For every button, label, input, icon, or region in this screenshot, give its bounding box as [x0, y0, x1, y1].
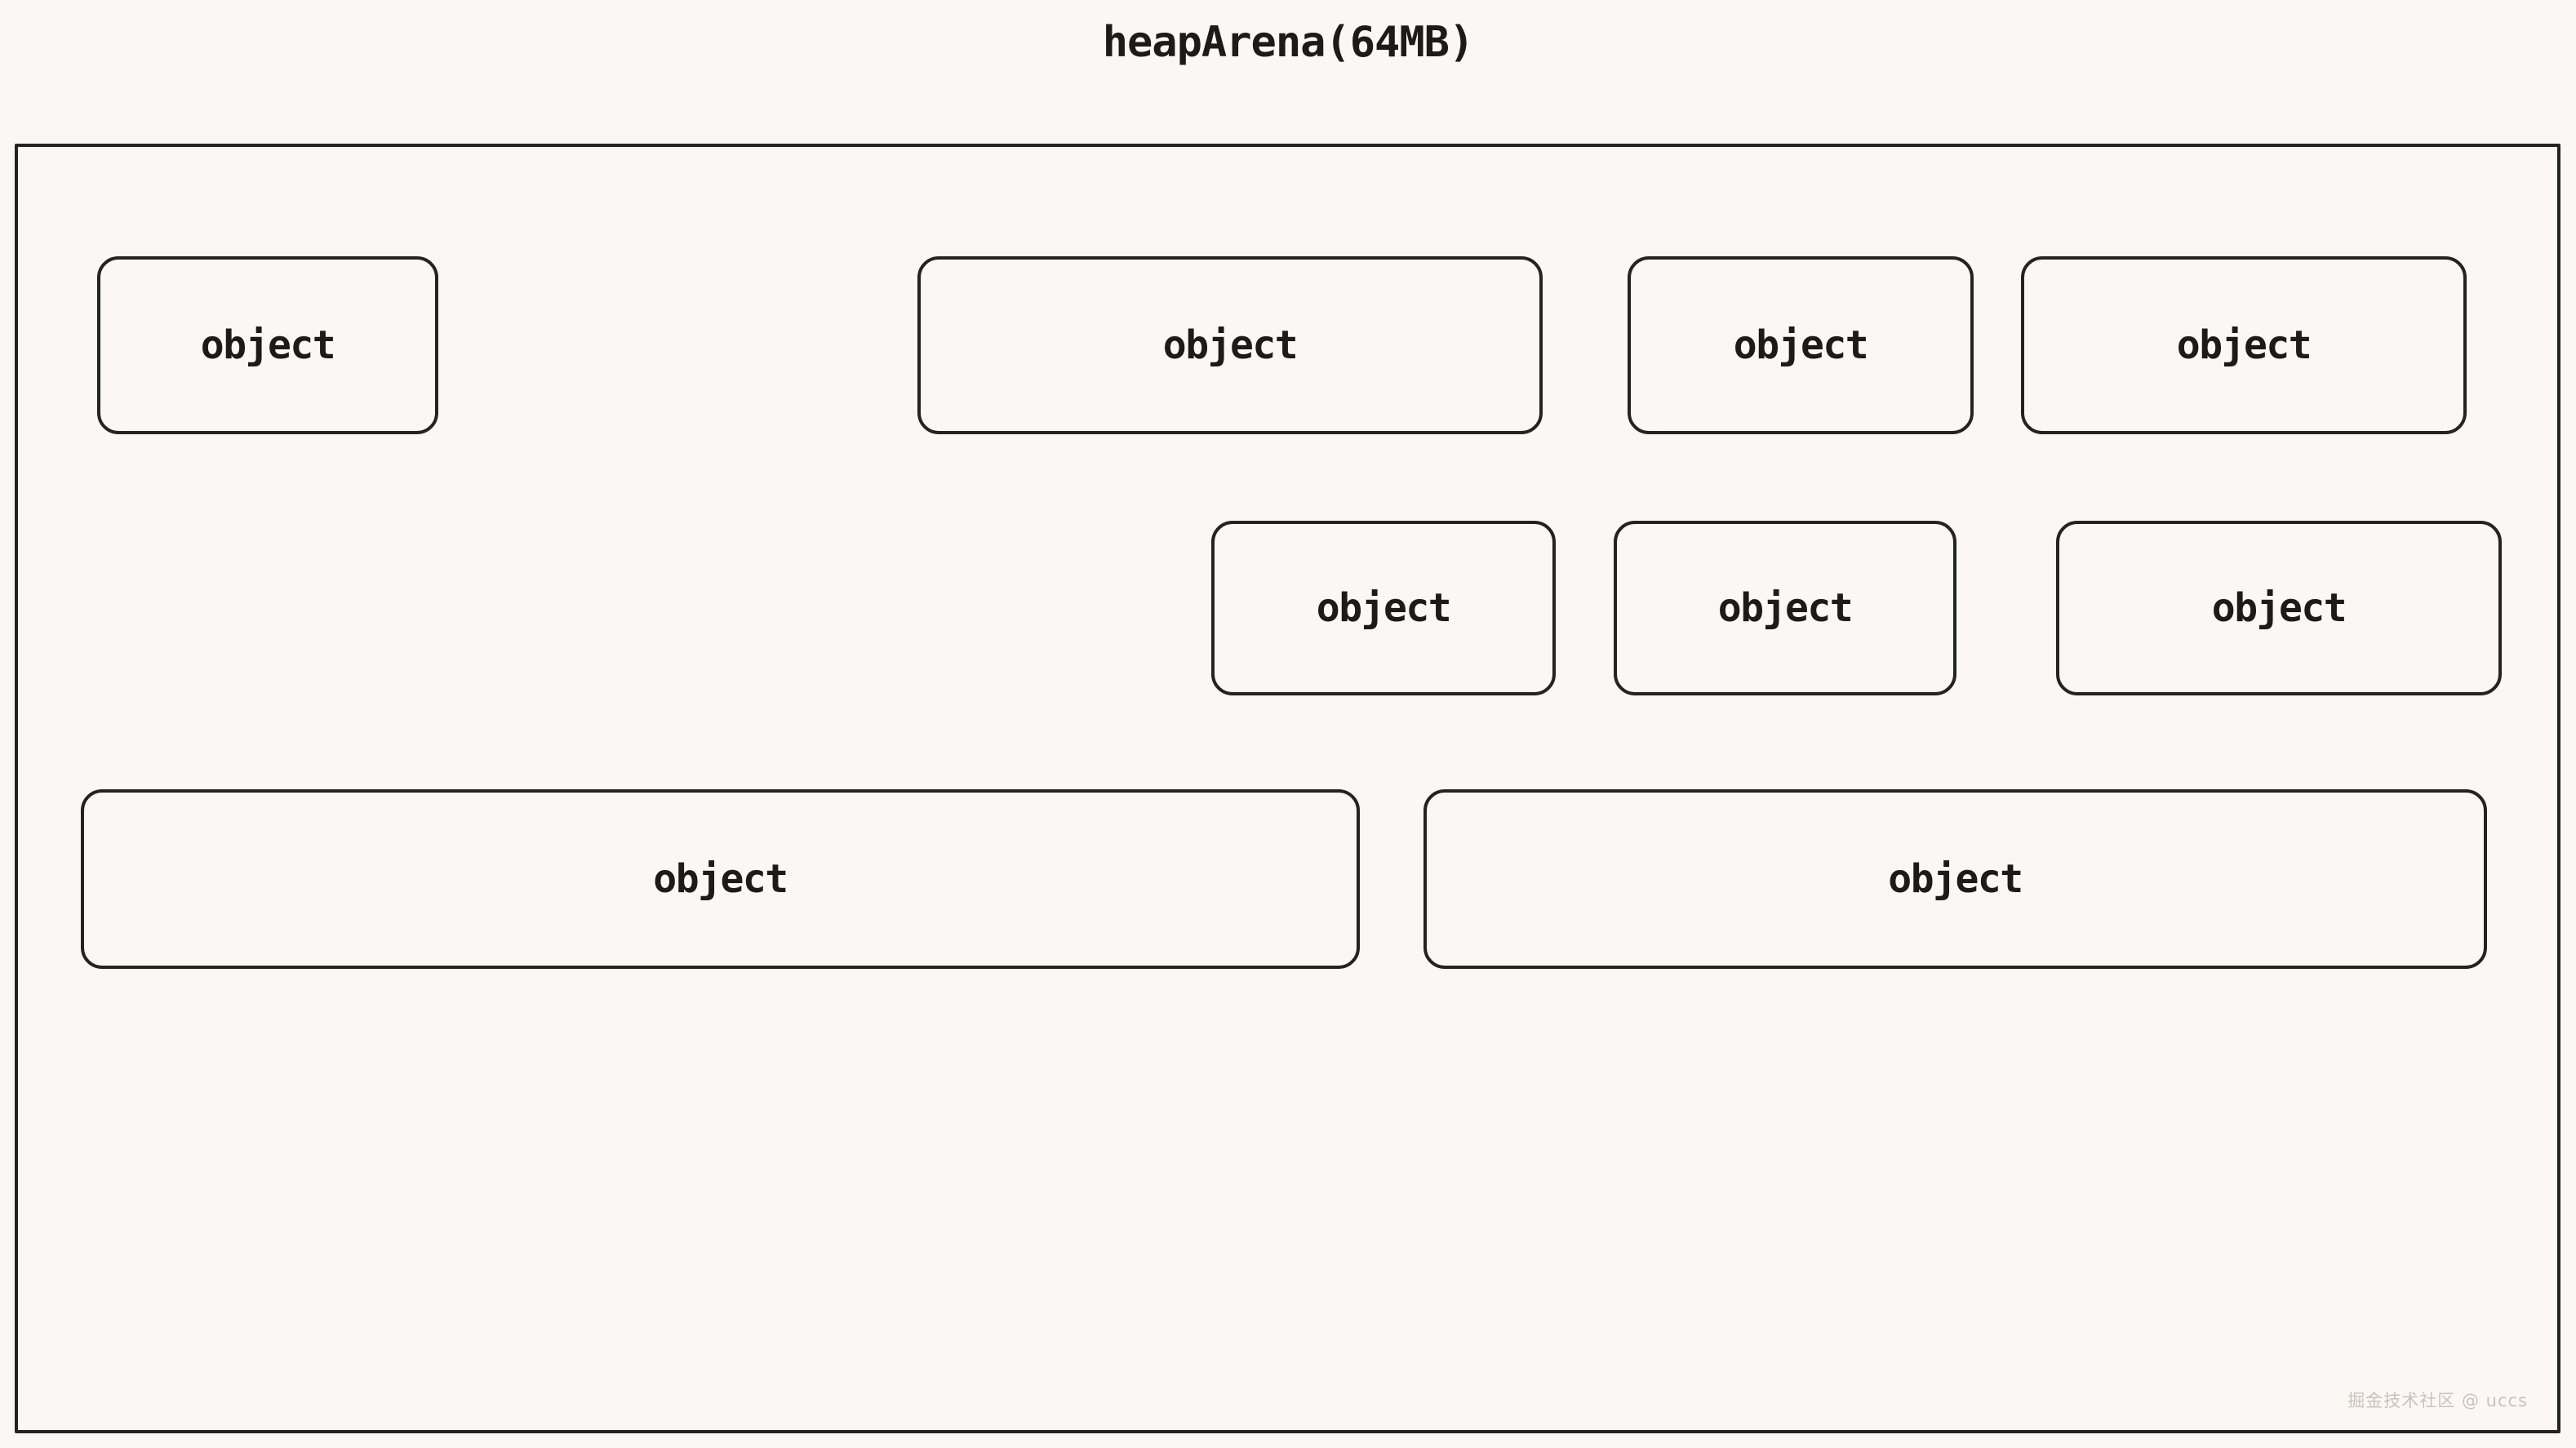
object-box[interactable]: object [1614, 521, 1956, 695]
object-box[interactable]: object [917, 256, 1543, 434]
object-label: object [1162, 322, 1299, 368]
object-label: object [2211, 585, 2347, 631]
object-label: object [1733, 322, 1869, 368]
object-box[interactable]: object [81, 789, 1360, 969]
object-label: object [653, 856, 788, 902]
heap-arena-container: object object object object object objec… [15, 144, 2560, 1433]
object-box[interactable]: object [2021, 256, 2467, 434]
page-title: heapArena(64MB) [1102, 18, 1475, 67]
object-box[interactable]: object [1211, 521, 1556, 695]
object-label: object [200, 322, 336, 368]
object-box[interactable]: object [2056, 521, 2502, 695]
object-label: object [1717, 585, 1854, 631]
object-label: object [2176, 322, 2312, 368]
object-box[interactable]: object [97, 256, 438, 434]
watermark: 掘金技术社区 @ uccs [2347, 1391, 2528, 1410]
object-label: object [1316, 585, 1452, 631]
object-box[interactable]: object [1423, 789, 2487, 969]
object-label: object [1888, 856, 2023, 902]
object-box[interactable]: object [1628, 256, 1974, 434]
